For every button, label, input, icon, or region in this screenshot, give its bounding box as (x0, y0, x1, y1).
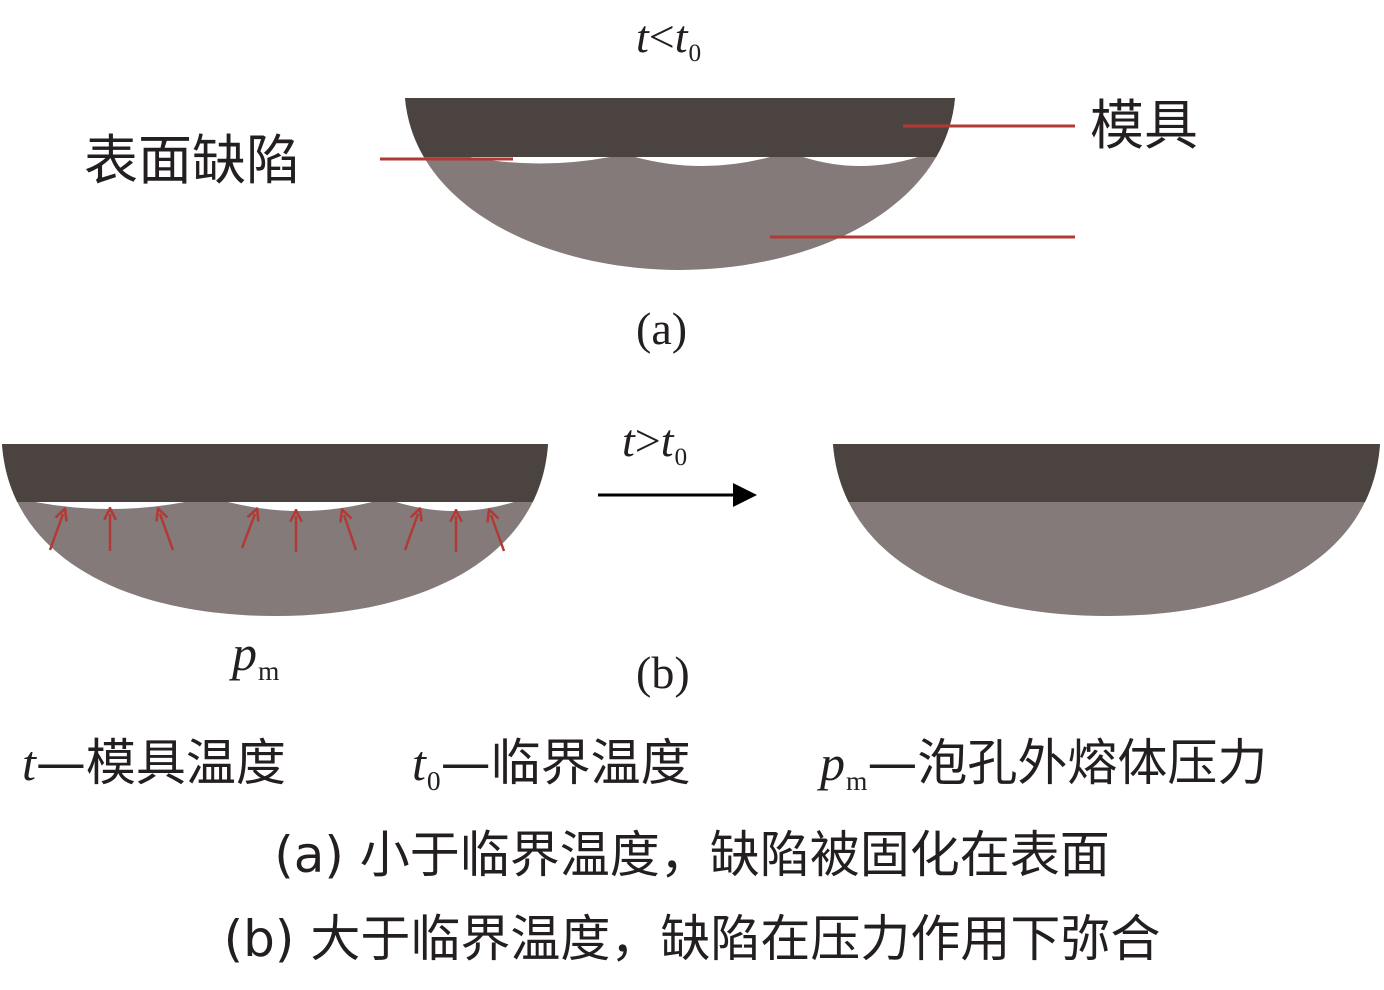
panel-a-condition-ref: t (674, 11, 688, 62)
panel-a-condition: t<t0 (636, 11, 701, 66)
panel-a-tag: (a) (636, 303, 688, 354)
panel-b-condition-op: > (634, 415, 661, 466)
label-surface-defect: 表面缺陷 (84, 129, 300, 192)
legend-t0-desc: —临界温度 (440, 734, 691, 792)
legend-pm-var: p (820, 735, 845, 791)
pressure-arrows (48, 514, 506, 552)
pressure-arrow (491, 515, 506, 552)
label-mold: 模具 (1090, 94, 1198, 157)
pressure-arrow (160, 514, 175, 551)
panel-b-right-bowl (833, 444, 1380, 616)
panel-a-defect (635, 157, 770, 166)
legend-pm: pm—泡孔外熔体压力 (820, 735, 1267, 794)
legend-t0-sub: 0 (426, 764, 441, 796)
panel-a-condition-op: < (648, 11, 675, 62)
legend-pm-desc: —泡孔外熔体压力 (867, 734, 1268, 792)
caption-b: (b) 大于临界温度，缺陷在压力作用下弥合 (223, 910, 1161, 968)
panel-a-bowl (405, 98, 955, 270)
panel-b-condition-ref: t (660, 415, 674, 466)
panel-b-left-mold (2, 444, 548, 502)
panel-b-condition-ref-sub: 0 (674, 442, 688, 471)
caption-a: (a) 小于临界温度，缺陷被固化在表面 (274, 826, 1110, 884)
panel-b-tag: (b) (636, 647, 690, 698)
pressure-arrow (344, 515, 358, 551)
panel-b-left-bowl (2, 444, 548, 616)
legend-t0-var: t (412, 735, 426, 791)
pressure-label: pm (232, 625, 279, 684)
pressure-arrow (48, 514, 63, 551)
panel-a-condition-var: t (636, 11, 649, 62)
pressure-label-sub: m (258, 654, 280, 686)
legend-t-var: t (22, 735, 36, 791)
pressure-arrow (403, 514, 418, 551)
transition-arrow-head (733, 483, 757, 507)
legend-t: t—模具温度 (22, 738, 286, 788)
panel-b-condition: t>t0 (622, 415, 687, 470)
panel-a-mold (405, 98, 955, 157)
panel-b-right-mold (833, 444, 1380, 502)
legend-t-desc: —模具温度 (35, 734, 286, 792)
legend-t0: t0—临界温度 (412, 735, 691, 794)
panel-a-defect (803, 157, 918, 166)
panel-b-left-defect (35, 502, 185, 509)
panel-b-condition-var: t (622, 415, 635, 466)
pressure-label-var: p (232, 625, 257, 681)
panel-b-left-defect (228, 502, 372, 511)
legend-pm-sub: m (846, 764, 868, 796)
panel-b-left-defect (396, 502, 514, 511)
panel-a-condition-ref-sub: 0 (688, 38, 702, 67)
pressure-arrow (240, 514, 255, 549)
